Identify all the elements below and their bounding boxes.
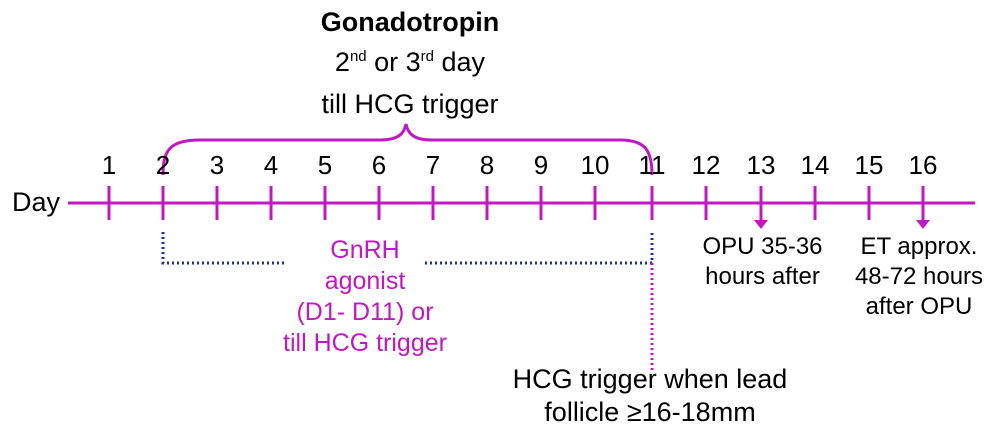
gonadotropin-end: till HCG trigger [321, 89, 499, 119]
et-line: 48-72 hours [854, 262, 984, 290]
day-number: 16 [908, 150, 938, 180]
day-number: 15 [854, 150, 884, 180]
opu-arrow-head [754, 220, 768, 229]
day-number: 9 [533, 150, 549, 180]
day-number: 2 [155, 150, 171, 180]
day-number: 13 [746, 150, 776, 180]
opu-label: OPU 35-36 hours after [690, 232, 835, 292]
gnrh-line: till HCG trigger [283, 329, 447, 357]
day-number: 10 [580, 150, 610, 180]
opu-line: OPU 35-36 [702, 233, 823, 260]
gnrh-line: agonist [324, 267, 406, 295]
gonadotropin-start-day: 2nd or 3rd day [334, 47, 486, 77]
axis-label: Day [12, 187, 61, 217]
day-number: 6 [371, 150, 387, 180]
hcg-line: HCG trigger when lead [512, 364, 788, 394]
day-number: 4 [263, 150, 279, 180]
day-number: 5 [317, 150, 333, 180]
et-line: after OPU [865, 292, 973, 320]
day-number: 11 [638, 150, 666, 180]
gnrh-dotted-bracket-left [161, 232, 285, 265]
gnrh-line: (D1- D11) or [296, 298, 434, 326]
day-number: 8 [479, 150, 495, 180]
day-number: 7 [425, 150, 441, 180]
et-line: ET approx. [860, 233, 978, 260]
day-number: 1 [101, 150, 117, 180]
hcg-trigger-label: HCG trigger when lead follicle ≥16-18mm [470, 363, 830, 430]
et-arrow-head [916, 220, 930, 229]
day-number: 3 [209, 150, 225, 180]
et-label: ET approx. 48-72 hours after OPU [838, 232, 1000, 321]
opu-line: hours after [705, 262, 820, 290]
hcg-line: follicle ≥16-18mm [544, 397, 756, 428]
gonadotropin-brace [161, 123, 654, 176]
gonadotropin-title: Gonadotropin [320, 7, 500, 37]
day-number: 12 [691, 150, 721, 180]
day-number: 14 [800, 150, 830, 180]
gnrh-agonist-label: GnRH agonist (D1- D11) or till HCG trigg… [240, 235, 490, 359]
gnrh-line: GnRH [330, 236, 400, 264]
